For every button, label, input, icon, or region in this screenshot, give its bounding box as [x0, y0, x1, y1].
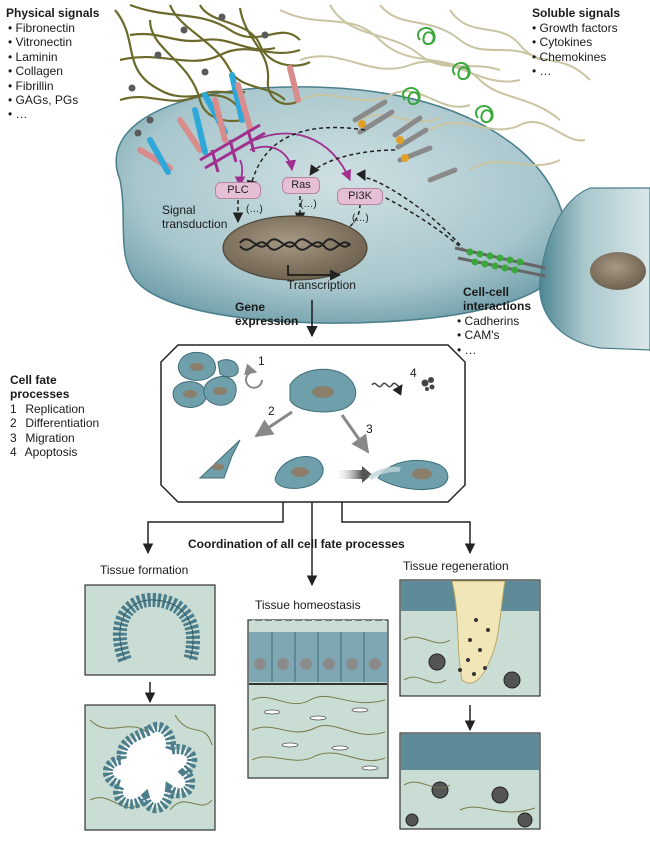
signal-transduction-label-1: Signal — [162, 203, 196, 217]
physical-signal-item: Laminin — [8, 50, 78, 64]
physical-signal-item: Fibrillin — [8, 79, 78, 93]
coordination-label: Coordination of all cell fate processes — [188, 537, 405, 551]
tissue-regeneration-panel-1 — [399, 579, 541, 697]
gf-bound-ligands — [358, 120, 409, 162]
cell-cell-title-1: Cell-cell — [463, 285, 510, 299]
ellipsis-pi3k: (…) — [352, 213, 369, 224]
soluble-signal-item: Cytokines — [532, 35, 618, 49]
tissue-formation-panel-1 — [84, 584, 216, 676]
molecule-plc: PLC — [215, 182, 261, 199]
transcription-label: Transcription — [287, 278, 356, 292]
gene-expression-label-1: Gene — [235, 300, 266, 314]
ellipsis-plc: (…) — [246, 204, 263, 215]
cadherin-junction — [454, 246, 546, 278]
tissue-formation-label: Tissue formation — [100, 563, 189, 577]
molecule-ras: Ras — [282, 177, 320, 194]
ecm-fibers-physical — [114, 3, 311, 122]
cell-cell-item: Cadherins — [457, 314, 520, 328]
focal-adhesion-cluster — [199, 123, 266, 173]
step-number-1: 1 — [258, 354, 265, 368]
physical-signal-item: GAGs, PGs — [8, 93, 79, 107]
cell-cell-item: … — [457, 343, 519, 357]
ellipsis-ras: (…) — [300, 199, 317, 210]
cell-cell-item: CAM's — [457, 328, 519, 342]
soluble-signal-item: Chemokines — [532, 50, 618, 64]
gf-receptors — [352, 99, 458, 183]
cell-fate-item: 4 Apoptosis — [10, 445, 78, 460]
molecule-pi3k: PI3K — [337, 188, 383, 205]
cell-fate-item: 2 Differentiation — [10, 416, 100, 431]
tissue-homeostasis-panel — [247, 619, 389, 779]
physical-signal-item: Fibronectin — [8, 21, 78, 35]
physical-signals-list: Fibronectin Vitronectin Laminin Collagen… — [8, 21, 79, 122]
cell-fate-title-1: Cell fate — [10, 373, 57, 387]
cell-cell-title-2: interactions — [463, 299, 532, 313]
physical-signals-title: Physical signals — [6, 6, 100, 20]
cell-fate-box — [160, 344, 466, 503]
nucleus — [222, 215, 368, 281]
soluble-signal-item: … — [532, 64, 618, 78]
cell-fate-item: 1 Replication — [10, 402, 85, 416]
cell-fate-item: 3 Migration — [10, 430, 75, 445]
tissue-regeneration-panel-2 — [399, 732, 541, 830]
tissue-homeostasis-label: Tissue homeostasis — [255, 598, 361, 612]
tissue-formation-panel-2 — [84, 704, 216, 831]
cell-cell-list: Cadherins CAM's … — [457, 314, 520, 357]
soluble-signals-list: Growth factors Cytokines Chemokines … — [532, 21, 618, 79]
tissue-regeneration-label: Tissue regeneration — [403, 559, 509, 573]
soluble-signal-item: Growth factors — [532, 21, 618, 35]
replication-cells — [172, 351, 239, 408]
neighbor-cell — [539, 187, 650, 351]
cell-fate-title-2: processes — [10, 387, 70, 401]
physical-signal-item: … — [8, 107, 78, 121]
coordination-arrows — [142, 502, 476, 587]
soluble-signals-title: Soluble signals — [532, 6, 621, 20]
physical-signal-item: Vitronectin — [8, 35, 78, 49]
growth-factor-molecules — [402, 26, 494, 123]
physical-signal-item: Collagen — [8, 64, 78, 78]
signal-transduction-label-2: transduction — [162, 217, 228, 231]
cell-fate-contents — [172, 351, 449, 491]
ecm-ligand-dots — [128, 13, 269, 137]
step-number-4: 4 — [410, 366, 417, 380]
step-number-2: 2 — [268, 404, 275, 418]
neighbor-nucleus — [590, 252, 646, 290]
cell-fate-list: 1 Replication 2 Differentiation 3 Migrat… — [10, 402, 99, 460]
integrin-receptors — [137, 65, 301, 175]
gene-expression-label-2: expression — [235, 314, 299, 328]
step-number-3: 3 — [366, 422, 373, 436]
